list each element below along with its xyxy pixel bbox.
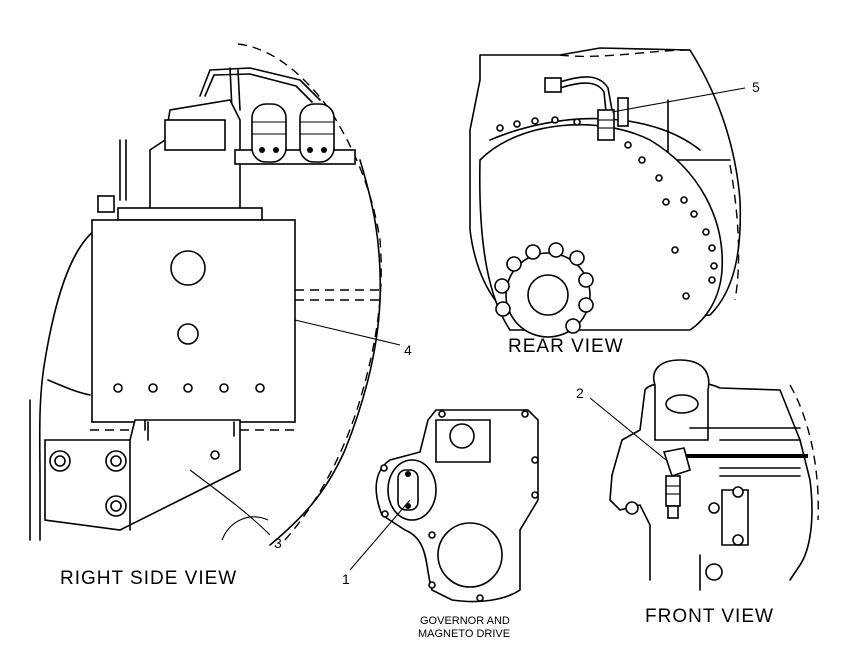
front-view-label: FRONT VIEW	[645, 606, 774, 627]
cover-bolts	[380, 410, 539, 602]
front-sensor-tip	[667, 505, 679, 519]
bracket	[44, 419, 241, 531]
callout-5: 5	[752, 79, 760, 95]
callout-4: 4	[404, 342, 412, 358]
bracket-bolts	[49, 450, 220, 517]
rear-dashed-side	[729, 164, 740, 301]
plate-bolt-row	[113, 383, 265, 393]
front-bolt	[705, 563, 723, 581]
bolt-head	[97, 195, 115, 213]
crank-hub-center	[527, 274, 569, 316]
sensor-cable	[559, 76, 613, 111]
front-bolt	[732, 486, 744, 498]
mounting-flange	[117, 207, 263, 221]
sensor-cable	[559, 82, 607, 113]
cable-connector	[544, 77, 562, 93]
right-side-view-label: RIGHT SIDE VIEW	[60, 568, 237, 589]
front-sensor-body	[665, 475, 681, 507]
magneto-bore	[449, 423, 475, 449]
plate-hole-large	[170, 250, 206, 286]
engine-outline-right	[269, 159, 382, 546]
speed-sensor	[597, 109, 615, 141]
leader-1	[349, 499, 411, 571]
plate-cover	[397, 469, 419, 511]
front-bolt	[732, 534, 744, 546]
crank-hub-bolts	[494, 242, 594, 334]
rear-view: 5 REAR VIEW	[469, 47, 760, 357]
callout-2: 2	[576, 385, 584, 401]
governor-label-line1: GOVERNOR AND	[420, 615, 510, 627]
sensor-bracket	[617, 97, 629, 127]
ignition-coil-right	[299, 103, 335, 163]
flywheel-bolts	[496, 116, 718, 300]
governor-housing	[149, 99, 241, 211]
front-bolt	[625, 501, 639, 515]
leader-2	[589, 397, 667, 461]
front-housing-outline	[611, 380, 813, 581]
engine-outline-dashed	[237, 43, 382, 541]
governor-gear	[437, 522, 503, 588]
plate-hole-small	[177, 323, 199, 345]
rear-dashed-top	[559, 49, 691, 58]
ignition-coil-left	[251, 103, 287, 163]
plate-screw	[405, 503, 411, 509]
callout-3: 3	[274, 535, 282, 551]
rear-view-label: REAR VIEW	[508, 336, 624, 357]
plate-screw	[405, 471, 411, 477]
front-view: 2 FRONT VIEW	[576, 359, 819, 627]
callout-1: 1	[342, 571, 350, 587]
leader-3	[189, 469, 271, 536]
front-housing-lower	[609, 474, 651, 581]
bracket-edge	[129, 419, 146, 531]
front-sensor-head	[662, 447, 691, 478]
engine-outline-left	[38, 229, 96, 541]
leader-5	[611, 87, 746, 113]
housing-top	[164, 119, 226, 151]
lifting-eye-hole	[665, 394, 699, 414]
top-piping	[199, 67, 321, 103]
leader-3-hook	[221, 516, 269, 541]
outline-detail	[47, 379, 91, 396]
governor-magneto-drive: 1 GOVERNOR AND MAGNETO DRIVE	[342, 409, 539, 640]
front-bolt	[708, 502, 720, 514]
right-side-view: 4 3 RIGHT SIDE VIEW	[29, 43, 412, 589]
front-dashed	[789, 384, 819, 521]
leader-4	[294, 319, 401, 346]
mounting-plate	[91, 219, 296, 423]
governor-label-line2: MAGNETO DRIVE	[418, 628, 510, 640]
sensor-cable-front	[686, 454, 808, 458]
